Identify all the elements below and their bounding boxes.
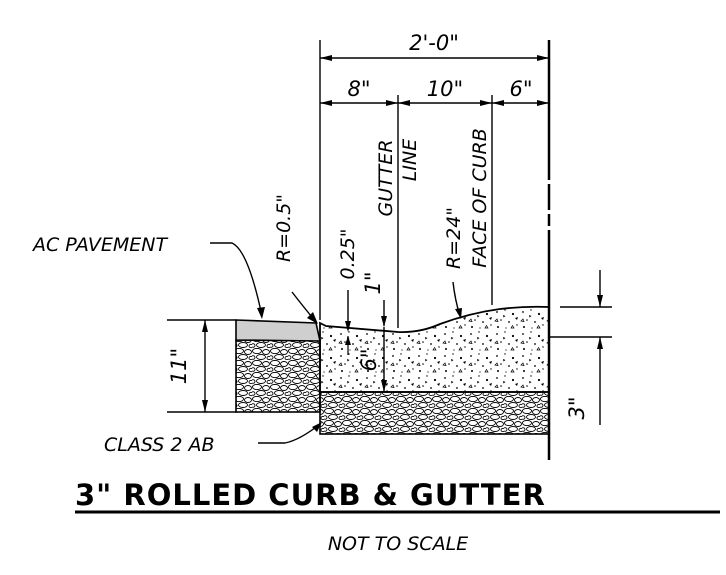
label-gutter-line-2: LINE — [399, 139, 421, 181]
dim-gutter-width: 8" — [347, 77, 370, 101]
dimension-lines — [202, 55, 603, 425]
dim-overall-width: 2'-0" — [409, 31, 459, 55]
label-ac-pavement: AC PAVEMENT — [31, 234, 168, 256]
label-gutter-line-1: GUTTER — [375, 139, 397, 216]
ac-pavement-layer — [235, 319, 321, 342]
dim-curb-top: 6" — [509, 77, 532, 101]
detail-subtitle: NOT TO SCALE — [328, 533, 468, 555]
extension-lines — [167, 40, 612, 413]
dim-pavement-depth: 11" — [167, 348, 191, 384]
dim-concrete-depth: 6" — [357, 348, 381, 371]
concrete-curb-gutter — [319, 305, 550, 393]
aggregate-base-pavement — [235, 339, 321, 413]
label-face-of-curb: FACE OF CURB — [469, 128, 491, 267]
label-radius-face: R=24" — [443, 207, 465, 269]
dim-gutter-to-face: 10" — [427, 77, 463, 101]
dim-curb-height: 3" — [565, 396, 589, 419]
dim-gutter-drop: 1" — [361, 271, 385, 294]
detail-title: 3" ROLLED CURB & GUTTER — [75, 478, 546, 512]
label-radius-lip: R=0.5" — [273, 194, 295, 262]
aggregate-base-curb — [319, 391, 550, 435]
label-slope-offset: 0.25" — [337, 228, 359, 279]
leader-lines — [210, 242, 462, 444]
label-class-2-ab: CLASS 2 AB — [104, 434, 215, 456]
